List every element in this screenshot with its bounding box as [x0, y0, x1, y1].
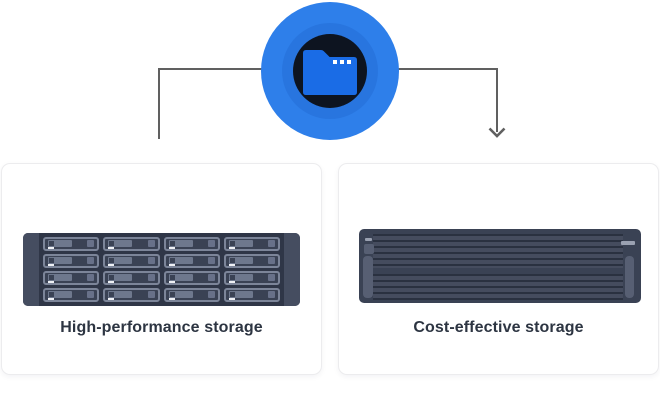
drive-handle: [108, 274, 133, 281]
status-led-left: [365, 238, 372, 241]
drive-button: [147, 274, 155, 281]
card-label: Cost-effective storage: [413, 319, 584, 336]
drive-latch: [229, 292, 235, 297]
vent-slats-bottom: [373, 274, 623, 300]
drive-led: [168, 298, 175, 300]
drive-led: [108, 264, 115, 266]
chassis-rail-right: [284, 233, 300, 306]
drive-bay: [163, 288, 220, 302]
drive-bay: [163, 254, 220, 268]
drive-bay: [163, 237, 220, 251]
drive-led: [48, 247, 54, 249]
drive-bay: [223, 254, 280, 268]
drive-led: [48, 281, 54, 283]
chassis-rail-left: [23, 233, 39, 306]
drive-latch: [229, 241, 235, 246]
drive-handle: [228, 274, 253, 281]
drive-latch: [109, 275, 115, 280]
drive-led: [228, 247, 235, 249]
arrow-down-icon: [488, 127, 506, 138]
drive-bay: [43, 271, 100, 285]
drive-button: [87, 240, 95, 247]
drive-latch: [169, 292, 175, 297]
drive-handle: [228, 240, 253, 247]
drive-button: [268, 274, 275, 281]
drive-latch: [49, 258, 54, 263]
drive-led: [168, 247, 175, 249]
drive-latch: [109, 258, 115, 263]
drive-led: [228, 264, 235, 266]
drive-led: [48, 298, 54, 300]
drive-bay: [223, 271, 280, 285]
drive-led: [228, 281, 235, 283]
high-performance-device-illustration: [23, 233, 300, 306]
drive-handle: [48, 274, 73, 281]
drive-button: [207, 240, 215, 247]
drive-latch: [229, 258, 235, 263]
drive-handle: [168, 257, 193, 264]
drive-button: [207, 291, 215, 298]
drive-bay: [103, 237, 160, 251]
vent-slats-top: [373, 234, 623, 268]
drive-led: [168, 264, 175, 266]
drive-led: [48, 264, 54, 266]
drive-bay: [223, 288, 280, 302]
drive-handle: [108, 240, 133, 247]
drive-handle: [168, 274, 193, 281]
status-led-right: [621, 241, 635, 245]
drive-bay: [43, 237, 100, 251]
drive-handle: [108, 291, 133, 298]
drive-led: [168, 281, 175, 283]
drive-led: [108, 247, 115, 249]
card-label: High-performance storage: [60, 319, 263, 336]
folder-icon: [303, 50, 357, 95]
drive-latch: [109, 292, 115, 297]
handle-right: [625, 256, 634, 298]
drive-button: [147, 257, 155, 264]
drive-button: [87, 257, 95, 264]
drive-handle: [168, 291, 193, 298]
drive-bays: [43, 237, 280, 302]
drive-latch: [109, 241, 115, 246]
drive-bay: [103, 288, 160, 302]
drive-handle: [48, 240, 73, 247]
drive-button: [268, 291, 275, 298]
card-high-performance: High-performance storage: [1, 163, 322, 375]
drive-handle: [168, 240, 193, 247]
drive-button: [207, 274, 215, 281]
drive-latch: [169, 258, 175, 263]
drive-bay: [103, 271, 160, 285]
drive-button: [87, 274, 95, 281]
handle-left: [363, 256, 373, 298]
drive-led: [108, 281, 115, 283]
power-button: [364, 244, 374, 254]
drive-bay: [223, 237, 280, 251]
cost-effective-device-illustration: [359, 229, 641, 303]
drive-handle: [228, 257, 253, 264]
storage-hub-icon: [261, 2, 399, 140]
drive-button: [147, 240, 155, 247]
card-cost-effective: Cost-effective storage: [338, 163, 659, 375]
drive-latch: [229, 275, 235, 280]
drive-bay: [163, 271, 220, 285]
drive-latch: [49, 241, 54, 246]
drive-latch: [49, 292, 54, 297]
drive-latch: [169, 275, 175, 280]
drive-button: [268, 240, 275, 247]
drive-button: [87, 291, 95, 298]
drive-handle: [108, 257, 133, 264]
drive-button: [147, 291, 155, 298]
drive-button: [268, 257, 275, 264]
drive-handle: [48, 257, 73, 264]
drive-latch: [169, 241, 175, 246]
drive-handle: [228, 291, 253, 298]
drive-latch: [49, 275, 54, 280]
drive-led: [108, 298, 115, 300]
drive-button: [207, 257, 215, 264]
drive-led: [228, 298, 235, 300]
drive-bay: [43, 254, 100, 268]
drive-bay: [103, 254, 160, 268]
drive-bay: [43, 288, 100, 302]
drive-handle: [48, 291, 73, 298]
